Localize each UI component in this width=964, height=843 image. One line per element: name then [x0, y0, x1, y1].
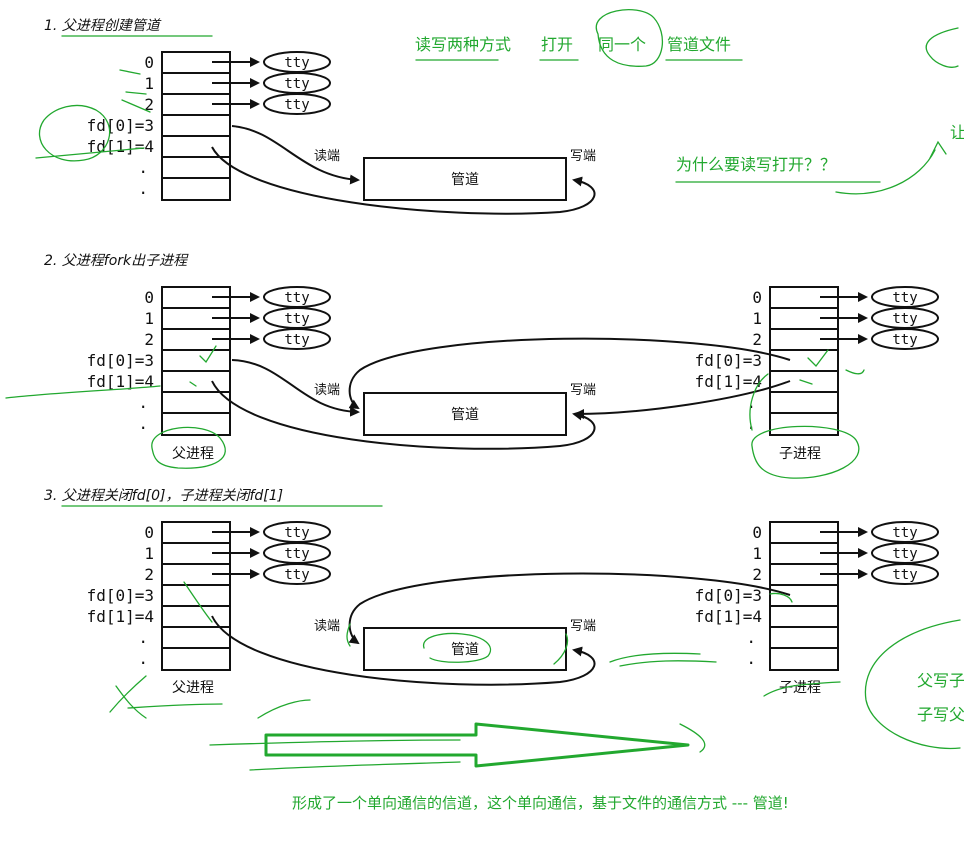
- parent-fd-table-2: [161, 286, 231, 436]
- tty-label: tty: [284, 332, 309, 348]
- parent-fd-table-1: [161, 51, 231, 201]
- fd-label: .: [138, 158, 148, 177]
- step3-title: 3. 父进程关闭fd[0]，子进程关闭fd[1]: [44, 488, 283, 504]
- fd-label: .: [138, 179, 148, 198]
- fd-label: 2: [752, 565, 762, 584]
- fd-label: fd[1]=4: [87, 372, 154, 391]
- tty-label: tty: [284, 55, 309, 71]
- note-open-modes-1: 读写两种方式: [415, 35, 511, 54]
- fd-label: 0: [752, 523, 762, 542]
- fd-label: .: [746, 649, 756, 668]
- fd-label: .: [138, 628, 148, 647]
- fd-label: fd[0]=3: [695, 351, 762, 370]
- pipe-label: 管道: [451, 407, 479, 423]
- tty-label: tty: [284, 76, 309, 92]
- fd-label: .: [746, 628, 756, 647]
- step2-title: 2. 父进程fork出子进程: [44, 253, 189, 269]
- read-end-label: 读端: [314, 149, 340, 164]
- fd-labels-2: 0 1 2 fd[0]=3 fd[1]=4 . .: [87, 288, 154, 433]
- write-end-label: 写端: [570, 383, 596, 398]
- fd-label: .: [138, 393, 148, 412]
- fd-label: fd[0]=3: [87, 351, 154, 370]
- note-open-modes-3: 同一个: [598, 35, 646, 54]
- child-fd-table-2: [769, 286, 839, 436]
- child-fd-table-3: [769, 521, 839, 671]
- fd-label: 1: [144, 309, 154, 328]
- fd-label: 2: [752, 330, 762, 349]
- read-end-label: 读端: [314, 619, 340, 634]
- pipe-label: 管道: [451, 642, 479, 658]
- note-edge-mid-2: 子写父: [917, 705, 964, 724]
- tty-label: tty: [892, 567, 917, 583]
- tty-label: tty: [892, 546, 917, 562]
- tty-label: tty: [892, 332, 917, 348]
- fd-label: 0: [752, 288, 762, 307]
- tty-label: tty: [284, 290, 309, 306]
- fd-label: 0: [144, 523, 154, 542]
- child-fd-labels-2: 0 1 2 fd[0]=3 fd[1]=4 . .: [695, 288, 762, 433]
- pipe-2: 管道 读端 写端: [211, 337, 791, 450]
- child-tty-group-2: tty tty tty: [820, 286, 939, 350]
- write-end-label: 写端: [570, 619, 596, 634]
- note-why-rw: 为什么要读写打开？？: [676, 155, 836, 174]
- pipe-3: 管道 读端 写端: [211, 572, 791, 686]
- fd-label: 0: [144, 53, 154, 72]
- fd-label: fd[1]=4: [87, 607, 154, 626]
- fd-label: fd[1]=4: [87, 137, 154, 156]
- fd-label: fd[0]=3: [87, 586, 154, 605]
- fd-label: 2: [144, 565, 154, 584]
- direction-arrow: [264, 722, 690, 768]
- conclusion-note: 形成了一个单向通信的信道，这个单向通信，基于文件的通信方式 --- 管道!: [292, 794, 789, 812]
- fd-label: 0: [144, 288, 154, 307]
- tty-label: tty: [284, 311, 309, 327]
- tty-group-3: tty tty tty: [212, 521, 331, 585]
- note-edge-top: 让: [950, 123, 964, 142]
- pipe-label: 管道: [451, 172, 479, 188]
- write-end-label: 写端: [570, 149, 596, 164]
- fd-label: fd[1]=4: [695, 372, 762, 391]
- tty-label: tty: [892, 290, 917, 306]
- handwritten-annotations: 读写两种方式 打开 同一个 管道文件 为什么要读写打开？？ 让 父写子 子写父: [5, 9, 964, 771]
- parent-fd-table-3: [161, 521, 231, 671]
- read-end-label: 读端: [314, 383, 340, 398]
- tty-label: tty: [284, 567, 309, 583]
- pipe-1: 管道 读端 写端: [211, 125, 596, 215]
- fd-label: fd[1]=4: [695, 607, 762, 626]
- tty-label: tty: [284, 97, 309, 113]
- parent-label: 父进程: [172, 680, 214, 696]
- note-edge-mid-1: 父写子: [917, 671, 964, 690]
- fd-label: 1: [752, 309, 762, 328]
- step1-title: 1. 父进程创建管道: [44, 18, 162, 34]
- note-open-modes-2: 打开: [541, 35, 573, 54]
- fd-labels-1: 0 1 2 fd[0]=3 fd[1]=4 . .: [87, 53, 154, 198]
- tty-label: tty: [284, 546, 309, 562]
- tty-group-1: tty tty tty: [212, 51, 331, 115]
- fd-label: fd[0]=3: [87, 116, 154, 135]
- fd-label: 1: [144, 544, 154, 563]
- tty-label: tty: [284, 525, 309, 541]
- tty-group-2: tty tty tty: [212, 286, 331, 350]
- parent-label: 父进程: [172, 446, 214, 462]
- fd-label: 2: [144, 95, 154, 114]
- child-label: 子进程: [779, 446, 821, 462]
- fd-labels-3: 0 1 2 fd[0]=3 fd[1]=4 . .: [87, 523, 154, 668]
- fd-label: 1: [144, 74, 154, 93]
- fd-label: .: [138, 649, 148, 668]
- fd-label: 2: [144, 330, 154, 349]
- fd-label: fd[0]=3: [695, 586, 762, 605]
- tty-label: tty: [892, 311, 917, 327]
- tty-label: tty: [892, 525, 917, 541]
- child-fd-labels-3: 0 1 2 fd[0]=3 fd[1]=4 . .: [695, 523, 762, 668]
- fd-label: 1: [752, 544, 762, 563]
- child-tty-group-3: tty tty tty: [820, 521, 939, 585]
- note-open-modes-4: 管道文件: [667, 35, 731, 54]
- fd-label: .: [138, 414, 148, 433]
